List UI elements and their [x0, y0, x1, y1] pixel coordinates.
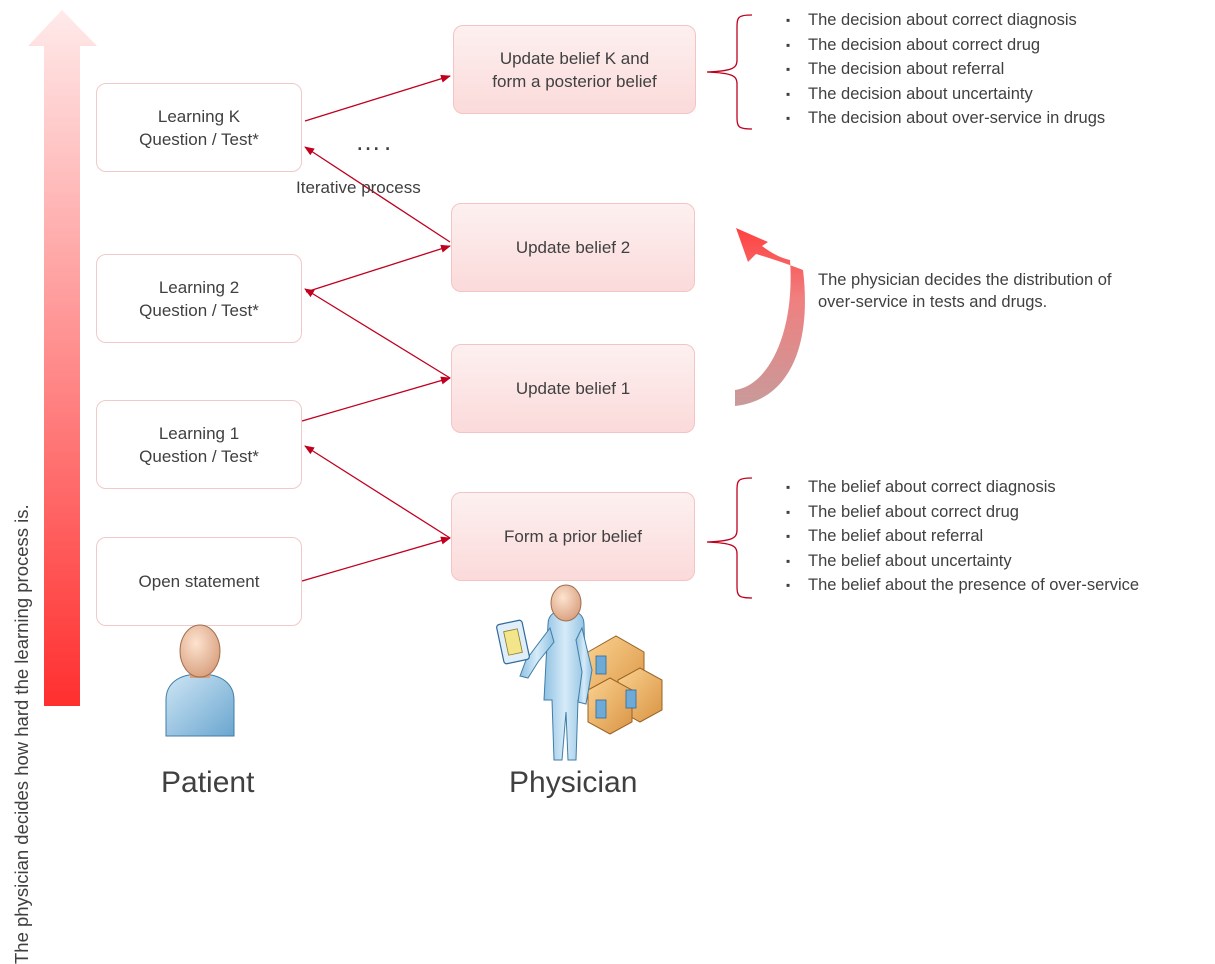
- list-item: The decision about correct diagnosis: [786, 8, 1105, 33]
- list-item: The belief about referral: [786, 524, 1139, 549]
- iterative-process-label: Iterative process: [296, 178, 421, 197]
- arrow-open-to-prior: [301, 536, 451, 582]
- posterior-belief-box: Update belief K and form a posterior bel…: [453, 25, 696, 114]
- connector-arrows: [301, 14, 805, 599]
- list-item: The belief about the presence of over-se…: [786, 573, 1139, 598]
- update-belief-1-box: Update belief 1: [451, 344, 695, 433]
- physician-caption: Physician: [509, 766, 638, 799]
- learning-2-box: Learning 2 Question / Test*: [96, 254, 302, 343]
- arrow-prior-to-learning1: [304, 445, 451, 539]
- list-item: The belief about uncertainty: [786, 549, 1139, 574]
- list-item: The decision about over-service in drugs: [786, 106, 1105, 131]
- list-item: The decision about uncertainty: [786, 82, 1105, 107]
- update-belief-2-box: Update belief 2: [451, 203, 695, 292]
- curved-feedback-arrow: [735, 228, 805, 406]
- list-item: The belief about correct diagnosis: [786, 475, 1139, 500]
- drug-boxes-icon: [587, 635, 663, 735]
- decision-list: The decision about correct diagnosis The…: [786, 8, 1105, 131]
- decision-brace: [706, 14, 753, 130]
- learning-1-box: Learning 1 Question / Test*: [96, 400, 302, 489]
- prior-belief-box: Form a prior belief: [451, 492, 695, 581]
- belief-list: The belief about correct diagnosis The b…: [786, 475, 1139, 598]
- list-item: The decision about referral: [786, 57, 1105, 82]
- arrow-learningK-to-posterior: [304, 74, 451, 122]
- physician-icon: [496, 584, 663, 761]
- arrow-learning1-to-belief1: [301, 376, 451, 422]
- patient-icon: [165, 624, 235, 737]
- patient-caption: Patient: [161, 766, 255, 799]
- list-item: The decision about correct drug: [786, 33, 1105, 58]
- belief-brace: [706, 477, 753, 599]
- arrow-belief1-to-learning2: [304, 288, 451, 379]
- ellipsis: ….: [355, 126, 395, 156]
- distribution-note: The physician decides the distribution o…: [818, 271, 1112, 311]
- list-item: The belief about correct drug: [786, 500, 1139, 525]
- learning-k-box: Learning K Question / Test*: [96, 83, 302, 172]
- arrow-belief2-to-learningK: [304, 146, 451, 243]
- learning-difficulty-arrow: [28, 10, 97, 706]
- arrow-learning2-to-belief2: [305, 244, 451, 293]
